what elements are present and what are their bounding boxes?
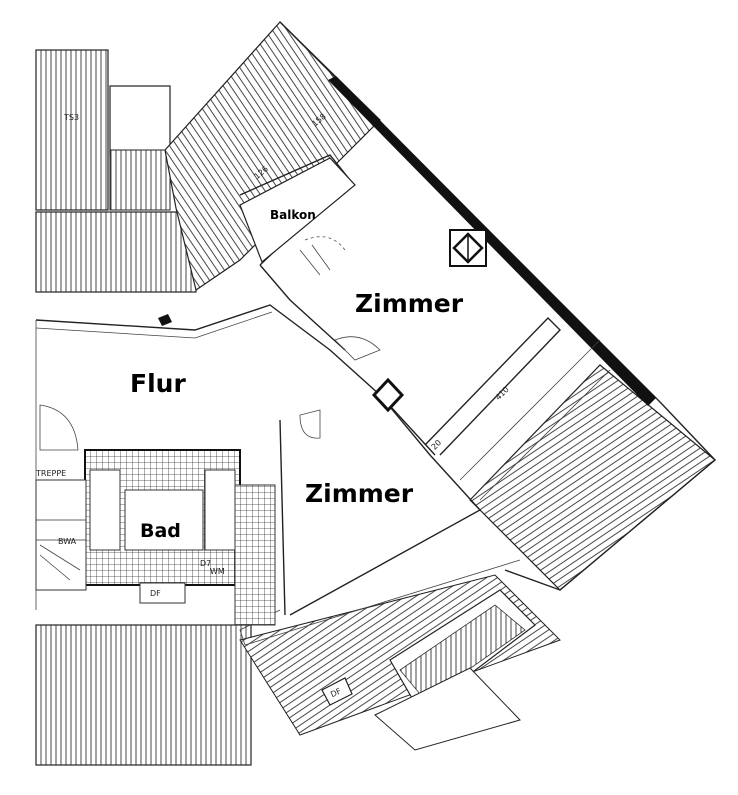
roof-window-small	[158, 314, 172, 326]
room-label-bad: Bad	[140, 520, 181, 542]
dimension-410: 410	[494, 385, 511, 402]
label-d7: D7	[200, 559, 211, 568]
door-swings	[39, 236, 381, 451]
dimension-20: 20	[430, 438, 444, 452]
roof-window-df	[321, 677, 353, 706]
room-label-zimmer-bottom: Zimmer	[305, 479, 414, 508]
label-treppe: TREPPE	[35, 469, 66, 478]
roof-hatch-right-diagonal	[469, 364, 716, 591]
room-label-zimmer-top: Zimmer	[355, 289, 464, 318]
roof-hatch-bottom	[35, 574, 561, 766]
label-df-roof: DF	[329, 686, 343, 699]
roof-hatch-left-top	[35, 49, 171, 211]
label-bwa: BWA	[58, 537, 77, 546]
roof-hatch-left-mid	[35, 211, 197, 293]
chimney-symbol-top	[449, 229, 487, 267]
label-ts3: TS3	[63, 113, 79, 122]
room-label-balkon: Balkon	[270, 208, 316, 222]
balkon-area	[239, 157, 356, 263]
label-wm: WM	[210, 567, 225, 576]
room-label-flur: Flur	[130, 369, 186, 398]
label-df-bath: DF	[150, 589, 161, 598]
chimney-symbol-mid	[371, 377, 405, 413]
staircase	[35, 479, 87, 591]
exterior-wall-black	[328, 76, 656, 406]
bathroom-block	[84, 449, 276, 626]
